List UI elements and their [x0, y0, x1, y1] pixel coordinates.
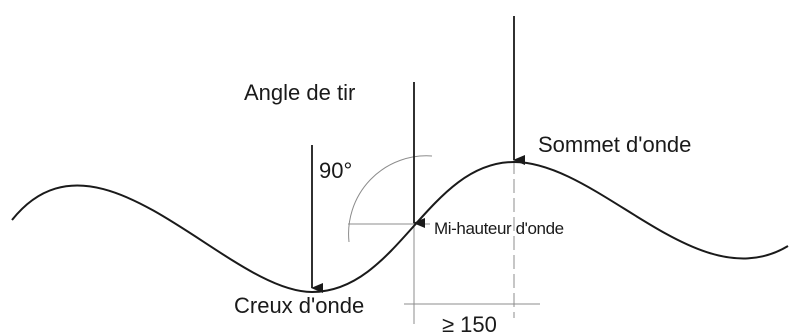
label-distance-150: ≥ 150 [442, 312, 497, 336]
guide-lines [348, 155, 540, 324]
wave-curve [11, 160, 789, 294]
label-creux-d-onde: Creux d'onde [234, 293, 364, 318]
arrows [311, 16, 525, 293]
label-mi-hauteur-d-onde: Mi-hauteur d'onde [434, 219, 564, 238]
angle-arc-90 [348, 155, 433, 243]
label-sommet-d-onde: Sommet d'onde [538, 132, 691, 157]
label-angle-90: 90° [319, 158, 352, 183]
label-angle-de-tir: Angle de tir [244, 80, 355, 105]
